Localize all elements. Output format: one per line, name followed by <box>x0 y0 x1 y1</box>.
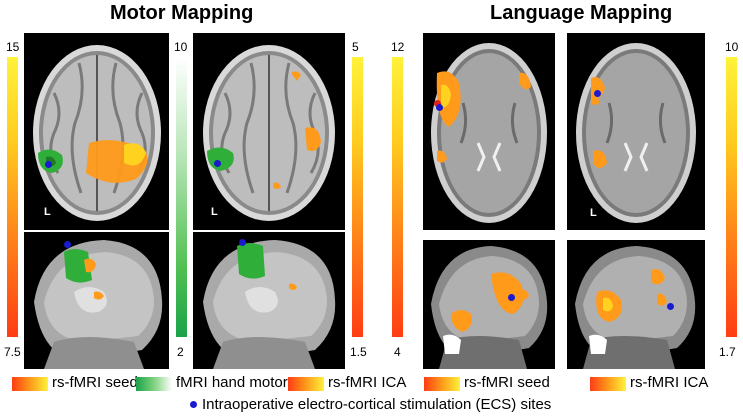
lang-seed-sagittal-image <box>423 240 555 369</box>
ecs-site-marker <box>45 161 52 168</box>
lang-ica-axial-image <box>567 33 705 230</box>
motor-ica-colorbar <box>352 57 363 337</box>
motor-ica-max: 5 <box>352 40 359 54</box>
lang-ica-max: 10 <box>725 40 739 54</box>
ecs-site-marker <box>214 160 221 167</box>
motor-seed-colorbar <box>7 57 18 337</box>
ecs-site-marker <box>508 294 515 301</box>
seed-legend-label: rs-fMRI seed <box>52 374 138 391</box>
ecs-legend-dot <box>190 401 197 408</box>
ica-legend-label: rs-fMRI ICA <box>328 374 407 391</box>
lang-ica-colorbar <box>726 57 737 337</box>
motor-hand-colorbar <box>176 57 187 337</box>
lang-seed-legend-label: rs-fMRI seed <box>464 374 550 391</box>
ecs-site-marker <box>667 303 674 310</box>
orientation-label: L <box>44 206 51 218</box>
ecs-legend-label: Intraoperative electro-cortical stimulat… <box>202 396 552 413</box>
ica-legend-swatch <box>288 377 324 391</box>
ecs-site-marker <box>239 239 246 246</box>
motor-seed-max: 15 <box>6 40 20 54</box>
hand-legend-swatch <box>136 377 172 391</box>
motor-hand-max: 10 <box>174 40 188 54</box>
ecs-site-marker <box>64 241 71 248</box>
lang-seed-axial-image <box>423 33 555 230</box>
lang-ica-sagittal-image <box>567 240 705 369</box>
motor-seed-axial-image <box>24 33 169 230</box>
lang-ica-legend-swatch <box>590 377 626 391</box>
orientation-label: L <box>590 207 597 219</box>
language-mapping-title: Language Mapping <box>490 2 673 24</box>
lang-seed-colorbar <box>392 57 403 337</box>
motor-ica-sagittal-image <box>193 232 345 369</box>
lang-seed-max: 12 <box>391 40 405 54</box>
lang-ica-legend-label: rs-fMRI ICA <box>630 374 709 391</box>
motor-mapping-title: Motor Mapping <box>110 2 254 24</box>
seed-legend-swatch <box>12 377 48 391</box>
motor-seed-min: 7.5 <box>4 345 21 359</box>
ecs-site-marker <box>434 100 441 107</box>
orientation-label: L <box>211 206 218 218</box>
motor-ica-axial-image <box>193 33 345 230</box>
motor-hand-min: 2 <box>177 345 184 359</box>
hand-legend-label: fMRI hand motor <box>176 374 288 391</box>
lang-seed-legend-swatch <box>424 377 460 391</box>
motor-seed-sagittal-image <box>24 232 169 369</box>
lang-ica-min: 1.7 <box>719 345 736 359</box>
lang-seed-min: 4 <box>394 345 401 359</box>
ecs-site-marker <box>436 104 443 111</box>
ecs-site-marker <box>594 90 601 97</box>
motor-ica-min: 1.5 <box>350 345 367 359</box>
